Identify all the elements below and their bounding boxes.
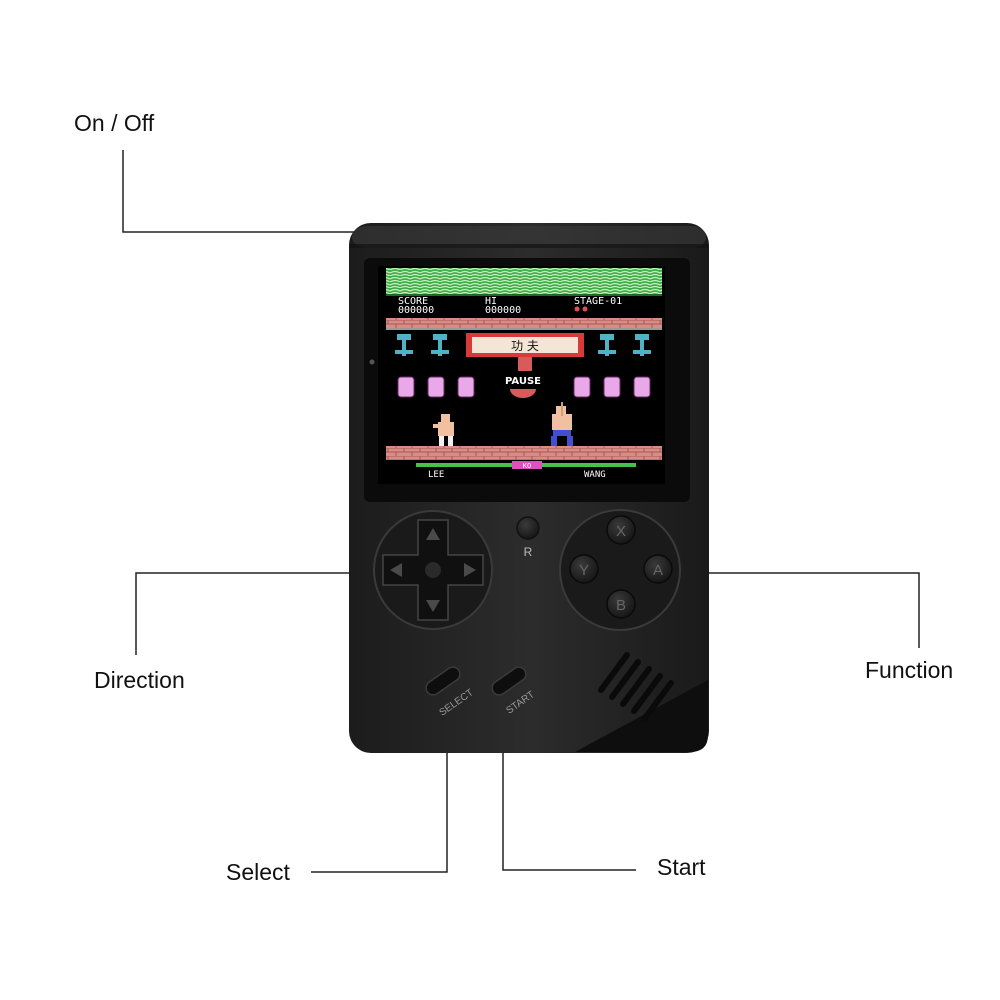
- start-leader: [502, 700, 636, 871]
- r-button[interactable]: R: [516, 516, 540, 559]
- fighter-lee: [433, 414, 454, 446]
- hud-score-value: 000000: [398, 305, 434, 316]
- on-off-label: On / Off: [74, 110, 155, 136]
- title-sign: 功 夫: [511, 339, 539, 353]
- d-pad[interactable]: [373, 510, 493, 630]
- function-leader: [680, 572, 920, 648]
- up-arrow-icon: [426, 528, 440, 540]
- player1-name: LEE: [428, 470, 444, 480]
- hud-score-label: SCORE: [398, 296, 428, 307]
- player2-name: WANG: [584, 470, 606, 480]
- face-buttons: X Y A B: [559, 509, 681, 631]
- button-x[interactable]: X: [606, 515, 636, 545]
- lanterns: [395, 334, 651, 356]
- svg-text:A: A: [653, 562, 663, 579]
- down-arrow-icon: [426, 600, 440, 612]
- right-arrow-icon: [464, 563, 476, 577]
- hud-stage: STAGE-01: [574, 296, 622, 307]
- button-b[interactable]: B: [606, 589, 636, 619]
- svg-text:X: X: [616, 523, 626, 540]
- direction-leader: [135, 572, 355, 655]
- svg-text:Y: Y: [579, 562, 589, 579]
- game-screen: SCORE 000000 HI 000000 STAGE-01 功 夫 PAUS…: [378, 266, 665, 484]
- function-label: Function: [865, 657, 954, 683]
- fighter-wang: [551, 402, 573, 446]
- select-label: Select: [226, 859, 290, 885]
- button-a[interactable]: A: [643, 554, 673, 584]
- r-button-label: R: [524, 545, 533, 559]
- on-off-leader: [122, 150, 355, 233]
- select-leader: [311, 700, 448, 873]
- button-y[interactable]: Y: [569, 554, 599, 584]
- hud-hi-label: HI: [485, 296, 497, 307]
- leader-lines: [122, 150, 920, 873]
- direction-label: Direction: [94, 667, 185, 693]
- speaker-grill: [598, 652, 674, 721]
- windows: [397, 376, 651, 398]
- ko-badge: KO: [523, 462, 531, 470]
- pause-text: PAUSE: [505, 376, 541, 387]
- start-label: Start: [657, 854, 706, 880]
- svg-text:B: B: [616, 597, 626, 614]
- power-led: [369, 359, 375, 365]
- left-arrow-icon: [390, 563, 402, 577]
- hud-hi-value: 000000: [485, 305, 521, 316]
